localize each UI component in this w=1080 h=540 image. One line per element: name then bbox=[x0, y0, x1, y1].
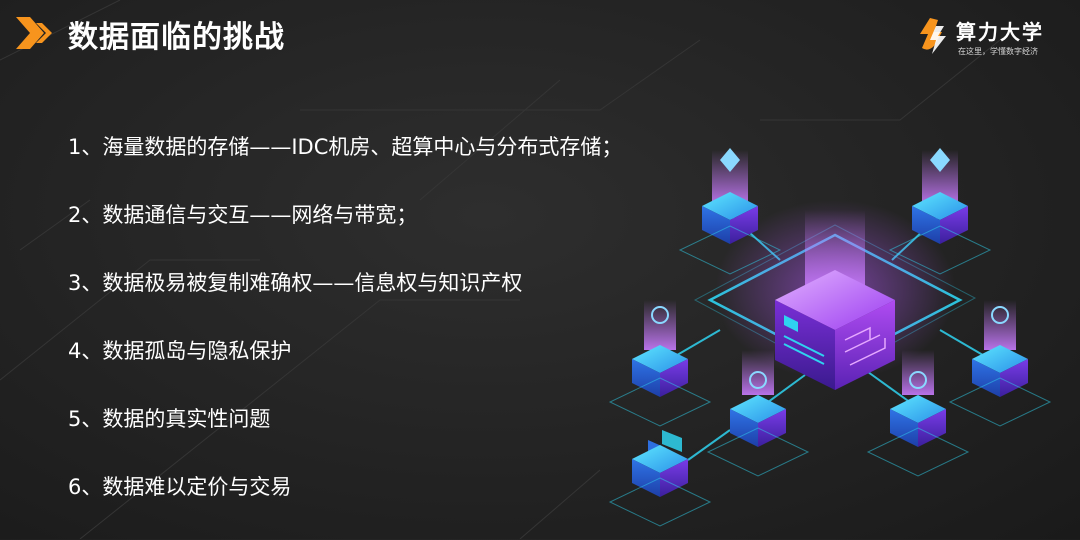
challenge-list: 1、海量数据的存储——IDC机房、超算中心与分布式存储； 2、数据通信与交互——… bbox=[68, 132, 622, 540]
challenge-item-4: 4、数据孤岛与隐私保护 bbox=[68, 339, 292, 363]
challenge-item-6: 6、数据难以定价与交易 bbox=[68, 475, 292, 499]
double-chevron-right-icon bbox=[16, 17, 52, 49]
challenge-item-5: 5、数据的真实性问题 bbox=[68, 407, 271, 431]
lightning-flame-logo-icon bbox=[920, 18, 946, 54]
brand-block: 算力大学 在这里，学懂数字经济 bbox=[916, 16, 1066, 62]
challenge-item-3: 3、数据极易被复制难确权——信息权与知识产权 bbox=[68, 271, 523, 295]
page-title: 数据面临的挑战 bbox=[68, 20, 285, 55]
blockchain-network-cubes-icon bbox=[608, 148, 1052, 527]
brand-slogan: 在这里，学懂数字经济 bbox=[958, 47, 1038, 56]
challenge-item-2: 2、数据通信与交互——网络与带宽； bbox=[68, 203, 418, 227]
brand-name: 算力大学 bbox=[956, 20, 1044, 44]
challenge-item-1: 1、海量数据的存储——IDC机房、超算中心与分布式存储； bbox=[68, 135, 623, 159]
